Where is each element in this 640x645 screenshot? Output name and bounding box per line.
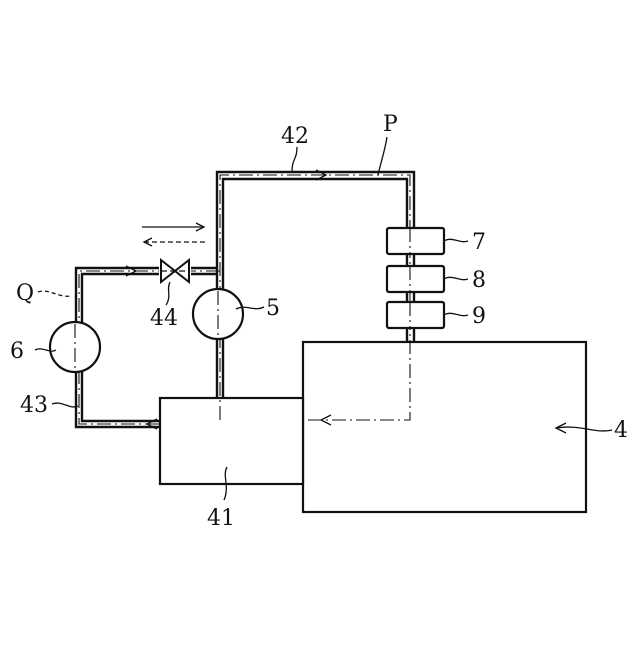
engine-block — [303, 342, 586, 512]
pump-5 — [193, 289, 243, 339]
label-43: 43 — [20, 393, 48, 418]
label-Q: Q — [16, 281, 34, 306]
label-5: 5 — [266, 296, 280, 321]
sensor-7 — [387, 228, 444, 254]
label-44: 44 — [150, 306, 178, 331]
sensor-8 — [387, 266, 444, 292]
sensor-9 — [387, 302, 444, 328]
housing-41 — [160, 398, 303, 484]
label-42: 42 — [281, 124, 309, 149]
radiator-6 — [50, 322, 100, 372]
label-4: 4 — [614, 418, 628, 443]
label-41: 41 — [207, 506, 235, 531]
label-7: 7 — [472, 230, 486, 255]
valve-44 — [159, 260, 191, 282]
direction-legend — [142, 223, 205, 246]
label-9: 9 — [472, 304, 486, 329]
label-8: 8 — [472, 268, 486, 293]
label-6: 6 — [10, 339, 24, 364]
label-P: P — [383, 112, 398, 137]
